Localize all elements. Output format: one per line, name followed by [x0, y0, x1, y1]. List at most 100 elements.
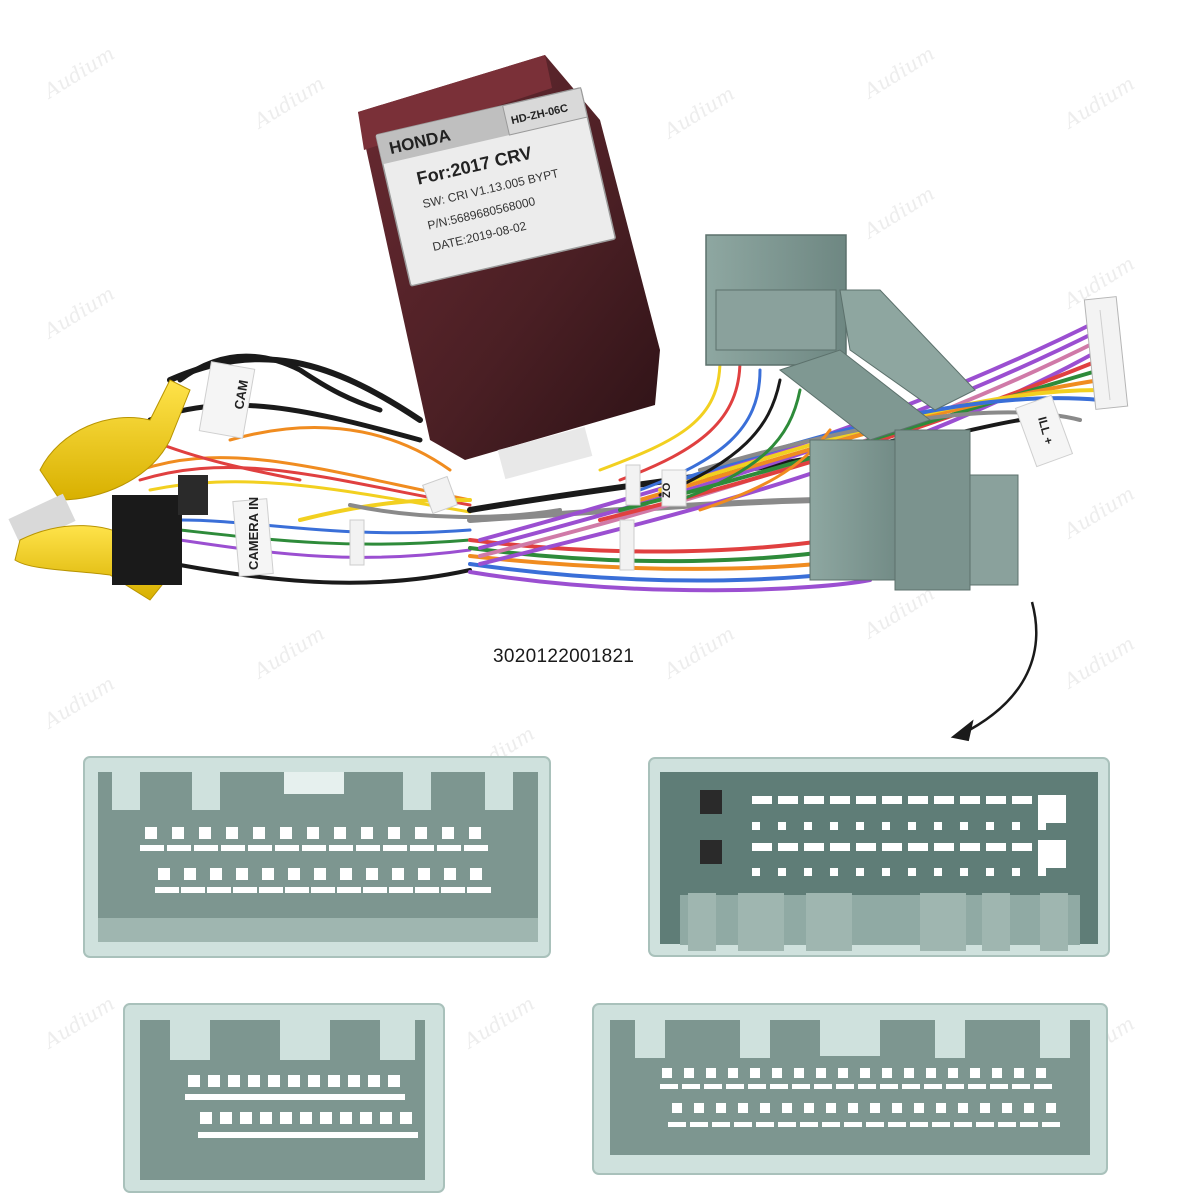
connector-pin [325, 1094, 345, 1100]
connector-pin [469, 827, 481, 839]
connector-pin [992, 1068, 1002, 1078]
connector-pin [728, 1068, 738, 1078]
connector-pin [990, 1084, 1008, 1089]
cable-tag-ill: ILL + [1014, 394, 1074, 468]
connector-pin [464, 845, 488, 851]
connector-face-bottom-left [123, 1003, 445, 1193]
connector-pin [1038, 822, 1046, 830]
connector-pin [960, 868, 968, 876]
connector-pin [365, 1094, 385, 1100]
connector-pin [205, 1094, 225, 1100]
connector-pin [856, 822, 864, 830]
connector-pin [668, 1122, 686, 1127]
connector-pin [910, 1122, 928, 1127]
connector-pin [778, 868, 786, 876]
connector-pin [908, 843, 928, 851]
connector-pin [260, 1112, 272, 1124]
connector-pin [240, 1112, 252, 1124]
label-partial: ZO [661, 482, 673, 498]
connector-pin [752, 868, 760, 876]
connector-pin [770, 1084, 788, 1089]
connector-pin [908, 868, 916, 876]
connector-pin [398, 1132, 418, 1138]
connector-pin [248, 845, 272, 851]
connector-pin [1012, 796, 1032, 804]
connector-face-top-left [83, 756, 551, 958]
connector-pin [280, 1112, 292, 1124]
connector-pin [442, 827, 454, 839]
connector-pin [778, 796, 798, 804]
connector-pin [954, 1122, 972, 1127]
connector-pin [378, 1132, 398, 1138]
connector-pin [340, 868, 352, 880]
connector-pin [380, 1112, 392, 1124]
connector-pin [348, 1075, 360, 1087]
connector-pin [904, 1068, 914, 1078]
connector-pin [892, 1103, 902, 1113]
connector-pin [238, 1132, 258, 1138]
connector-pin [960, 822, 968, 830]
connector-pin [926, 1068, 936, 1078]
connector-pin [288, 1075, 300, 1087]
connector-pin [314, 868, 326, 880]
connector-pin [948, 1068, 958, 1078]
white-plug-connector [1083, 296, 1129, 410]
connector-pin [914, 1103, 924, 1113]
connector-pin [830, 843, 850, 851]
connector-pin [660, 1084, 678, 1089]
connector-pin [814, 1084, 832, 1089]
connector-pin [410, 845, 434, 851]
connector-pin [778, 1122, 796, 1127]
connector-pin [383, 845, 407, 851]
connector-pin [441, 887, 465, 893]
connector-pin [1020, 1122, 1038, 1127]
connector-pin [976, 1122, 994, 1127]
connector-pin [262, 868, 274, 880]
connector-pin [288, 868, 300, 880]
connector-pin [908, 796, 928, 804]
connector-pin [311, 887, 335, 893]
connector-pin [233, 887, 257, 893]
connector-pin [960, 843, 980, 851]
connector-pin [716, 1103, 726, 1113]
connector-pin [368, 1075, 380, 1087]
connector-pin [752, 796, 772, 804]
connector-pin [236, 868, 248, 880]
connector-pin [198, 1132, 218, 1138]
connector-pin [1046, 1103, 1056, 1113]
connector-pin [337, 887, 361, 893]
gray-connector-stack [705, 234, 1019, 591]
connector-pin [140, 845, 164, 851]
connector-pin [218, 1132, 238, 1138]
connector-pin [960, 796, 980, 804]
module-label: HONDA HD-ZH-06C For:2017 CRV SW: CRI V1.… [375, 87, 616, 287]
connector-pin [158, 868, 170, 880]
connector-pin [329, 845, 353, 851]
label-camera-in: CAMERA IN [246, 497, 261, 570]
connector-pin [388, 1075, 400, 1087]
connector-pin [800, 1122, 818, 1127]
connector-pin [826, 1103, 836, 1113]
connector-pin [822, 1122, 840, 1127]
connector-pin [1012, 822, 1020, 830]
connector-pin [690, 1122, 708, 1127]
connector-pin [199, 827, 211, 839]
connector-pin [356, 845, 380, 851]
connector-pin [866, 1122, 884, 1127]
connector-pin [415, 827, 427, 839]
connector-pin [760, 1103, 770, 1113]
connector-pin [185, 1094, 205, 1100]
connector-pin [275, 845, 299, 851]
connector-pin [268, 1075, 280, 1087]
connector-pin [882, 868, 890, 876]
connector-pin [830, 796, 850, 804]
connector-pin [752, 822, 760, 830]
connector-pin [778, 843, 798, 851]
connector-pin [844, 1122, 862, 1127]
connector-pin [1034, 1084, 1052, 1089]
label-cam: CAM [231, 379, 251, 411]
connector-pin [302, 845, 326, 851]
connector-pin [934, 822, 942, 830]
connector-pin [1038, 868, 1046, 876]
connector-pin [1042, 1122, 1060, 1127]
